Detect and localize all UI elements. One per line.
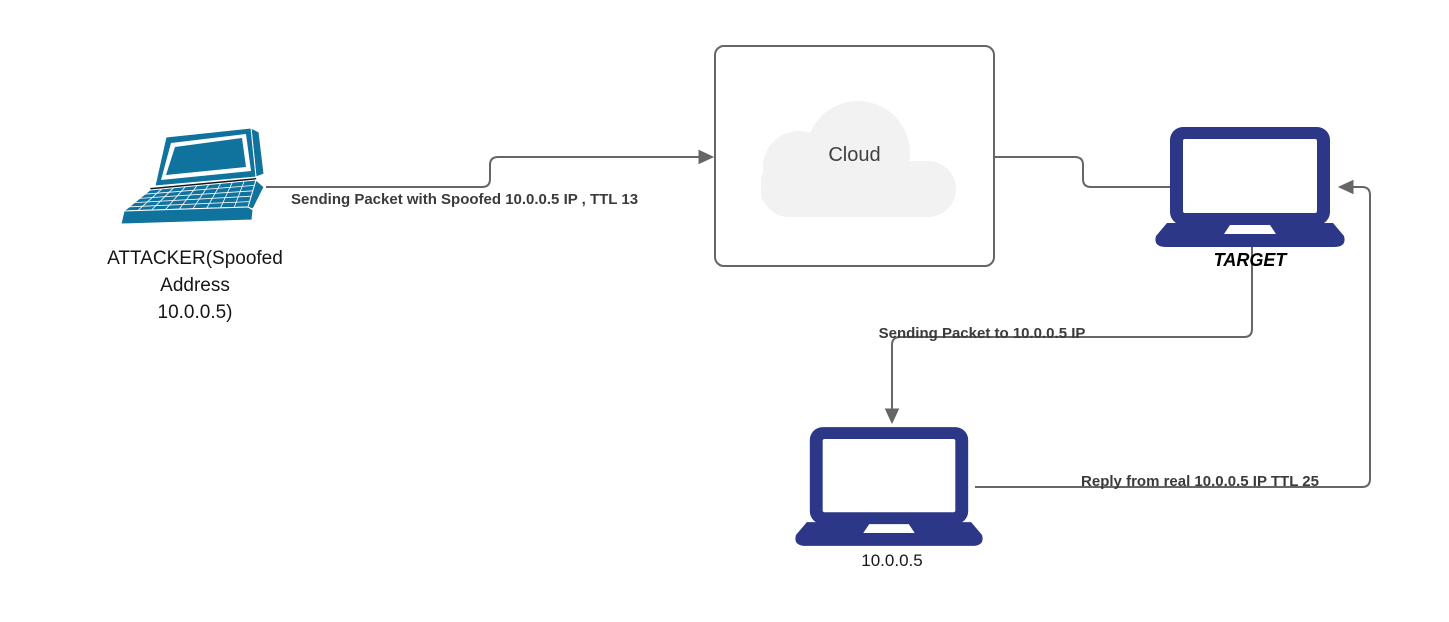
arrowhead-down-icon (884, 408, 900, 425)
edge-label-reply: Reply from real 10.0.0.5 IP TTL 25 (1081, 473, 1319, 490)
arrowhead-right-icon (698, 149, 715, 165)
attacker-laptop-icon (120, 127, 265, 225)
edge-attacker-to-cloud (266, 149, 715, 188)
attacker-label-line3: 10.0.0.5) (157, 302, 233, 323)
cloud-node: Cloud (714, 45, 995, 267)
edge-target-to-realhost (884, 247, 1253, 425)
edge-cloud-to-target (995, 156, 1170, 188)
target-label: TARGET (1213, 250, 1287, 270)
realhost-laptop-icon (795, 427, 983, 546)
edge-realhost-to-target (975, 179, 1371, 488)
cloud-icon (761, 101, 956, 217)
edge-label-spoofed-packet: Sending Packet with Spoofed 10.0.0.5 IP … (291, 191, 639, 208)
edge-label-sending-to-real: Sending Packet to 10.0.0.5 IP (878, 325, 1086, 342)
target-laptop-icon (1155, 127, 1345, 247)
attacker-label-line2: Address (160, 275, 230, 296)
arrowhead-left-icon (1337, 179, 1354, 195)
cloud-label: Cloud (828, 144, 881, 166)
attacker-label-line1: ATTACKER(Spoofed (107, 248, 283, 269)
attacker-label: ATTACKER(Spoofed Address 10.0.0.5) (95, 245, 295, 326)
realhost-label: 10.0.0.5 (861, 551, 923, 570)
